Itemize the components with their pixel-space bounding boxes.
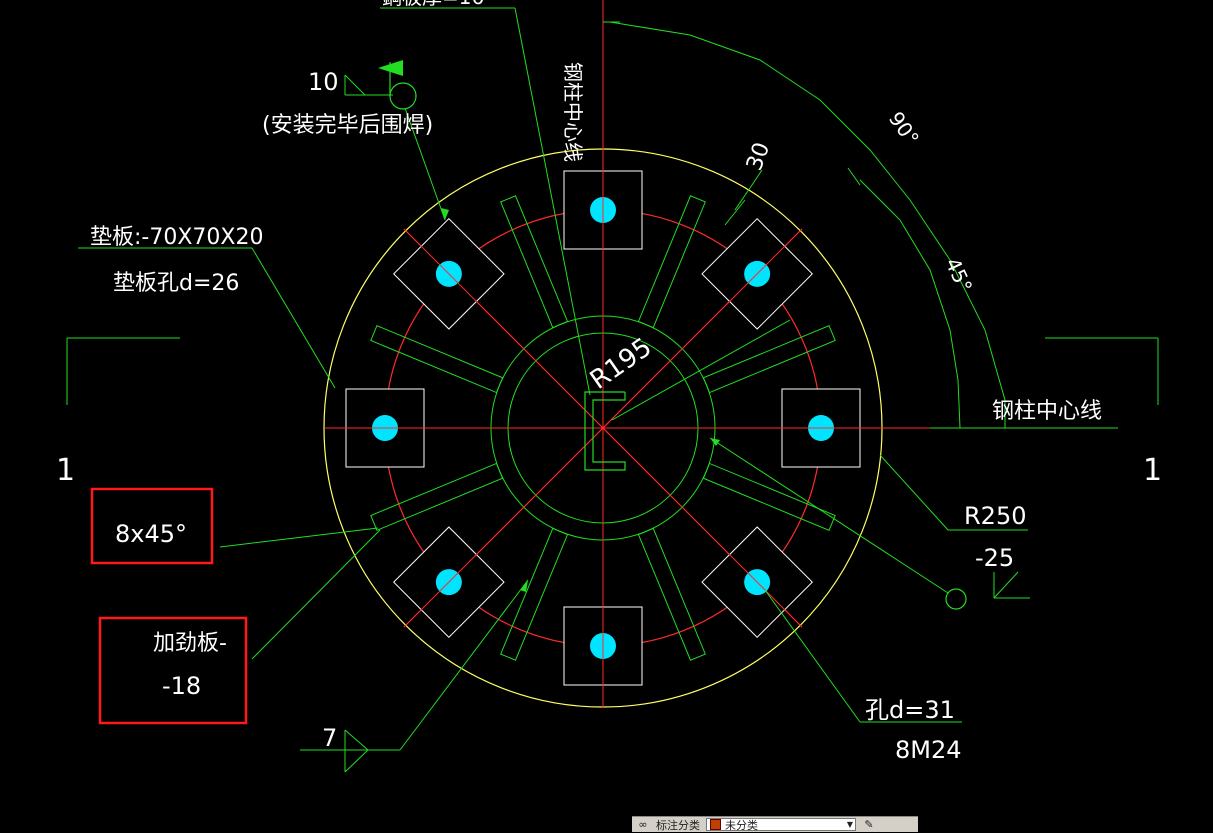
stiffener-plates <box>370 195 836 661</box>
bolt-pads <box>325 0 1118 708</box>
column-centerline-vertical-label: 钢柱中心线 <box>561 62 585 162</box>
stiffener-plate <box>637 527 706 661</box>
edit-icon[interactable]: ✎ <box>864 818 874 831</box>
stiffener-plate <box>702 462 836 531</box>
leader-lines <box>66 7 1159 773</box>
section-mark-left: 1 <box>56 453 75 488</box>
layer-dropdown[interactable]: 未分类 ▼ <box>706 818 856 832</box>
bolt-spec-label: 8M24 <box>895 736 962 764</box>
weld-number-label: 10 <box>308 68 339 96</box>
layer-name: 未分类 <box>725 818 758 832</box>
weld-circle-icon <box>945 588 967 610</box>
stiffener-plate <box>370 325 504 394</box>
stiffener-thickness-label: -18 <box>162 672 201 700</box>
weld-note-label: (安装完毕后围焊) <box>262 113 433 138</box>
highlight-box-stiffener <box>98 616 248 725</box>
stiffener-plate <box>500 527 569 661</box>
arrow-head <box>441 208 449 220</box>
stiffener-plate <box>500 195 569 329</box>
layer-status-bar: ∞ 标注分类 未分类 ▼ ✎ <box>632 816 918 832</box>
pad-spec-label: 垫板:-70X70X20 <box>90 225 263 250</box>
chevron-down-icon[interactable]: ▼ <box>846 820 854 829</box>
pad-hole-label: 垫板孔d=26 <box>113 271 239 296</box>
stiffener-name-label: 加劲板- <box>153 631 227 656</box>
stiffener-plate <box>370 462 504 531</box>
highlight-box-chamfer <box>90 487 214 565</box>
field-weld-flag-icon <box>378 60 403 76</box>
column-centerline-horizontal-label: 钢柱中心线 <box>992 399 1102 424</box>
arrow-head <box>710 438 720 446</box>
stiffener-plate <box>637 195 706 329</box>
top-cut-label: 鋼板厚=16 <box>382 0 484 9</box>
link-icon[interactable]: ∞ <box>638 818 648 831</box>
arrow-head <box>520 580 528 592</box>
weld-7-label: 7 <box>322 724 337 752</box>
chamfer-label: 8x45° <box>115 520 187 548</box>
hole-diameter-label: 孔d=31 <box>865 696 955 724</box>
channel-section-icon <box>584 391 626 471</box>
plate-thickness-label: -25 <box>975 544 1014 572</box>
layer-color-swatch <box>710 819 721 830</box>
stiffener-plate <box>702 325 836 394</box>
center-line-overlay <box>403 228 803 628</box>
radius-outer-label: R250 <box>964 502 1026 530</box>
panel-label: 标注分类 <box>656 818 700 832</box>
section-mark-right: 1 <box>1143 453 1162 488</box>
